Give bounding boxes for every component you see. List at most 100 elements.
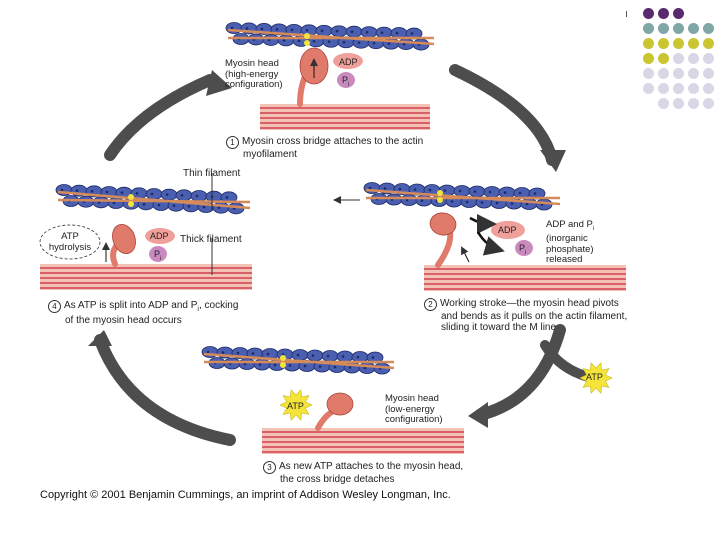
actin-bead-dot bbox=[75, 189, 79, 192]
step1-adp-bubble bbox=[333, 53, 363, 69]
step2-adp-label: ADP bbox=[498, 225, 517, 235]
actin-bead bbox=[375, 26, 393, 39]
step3-number: 3 bbox=[263, 461, 276, 474]
thick-filament-stripe bbox=[424, 288, 626, 290]
decorative-dot bbox=[688, 98, 699, 109]
actin-bead bbox=[238, 358, 256, 370]
step2-release-sub: i bbox=[592, 225, 595, 232]
step4-adp-label: ADP bbox=[150, 231, 169, 241]
actin-bead-dot bbox=[206, 350, 210, 354]
actin-bead-dot bbox=[150, 192, 154, 196]
actin-bead-dot bbox=[458, 189, 462, 193]
step2-release-line3: phosphate) bbox=[546, 243, 594, 255]
actin-bead-dot bbox=[258, 363, 262, 366]
step2-myosin-head bbox=[429, 212, 457, 236]
actin-bead bbox=[262, 34, 280, 46]
actin-bead-dot bbox=[165, 193, 169, 196]
actin-bead-dot bbox=[327, 40, 331, 44]
step4-caption-line2: of the myosin head occurs bbox=[65, 315, 182, 326]
decorative-dot bbox=[658, 68, 669, 79]
actin-bead-dot bbox=[195, 194, 199, 198]
step1-pi-text: P bbox=[342, 75, 349, 85]
step2-adp-bubble bbox=[491, 221, 525, 239]
actin-bead bbox=[92, 196, 110, 209]
actin-bead-dot bbox=[356, 355, 360, 359]
step4-number: 4 bbox=[48, 300, 61, 313]
step1-caption-line1: Myosin cross bridge attaches to the acti… bbox=[242, 136, 424, 147]
decorative-dot bbox=[688, 53, 699, 64]
actin-bead-dot bbox=[402, 42, 406, 46]
step3-head-label-line3: configuration) bbox=[385, 414, 443, 425]
step1-head-label-line3: configuration) bbox=[225, 79, 283, 90]
decorative-dot bbox=[703, 83, 714, 94]
cycle-arrow-bottom-right bbox=[474, 324, 566, 421]
step3-head-label-line2: (low-energy bbox=[385, 403, 435, 415]
step1-adp-label: ADP bbox=[339, 57, 358, 67]
decorative-dot bbox=[673, 68, 684, 79]
decorative-dot bbox=[673, 53, 684, 64]
actin-bead-dot bbox=[503, 191, 507, 194]
step4-binding-site bbox=[128, 201, 134, 207]
actin-bead-dot bbox=[60, 188, 64, 192]
decorative-dot bbox=[688, 68, 699, 79]
decorative-dot bbox=[643, 8, 654, 19]
actin-bead-dot bbox=[120, 191, 124, 194]
step1-head-label-line2: (high-energy bbox=[225, 68, 279, 80]
actin-bead-dot bbox=[335, 29, 339, 33]
actin-bead-dot bbox=[266, 352, 270, 356]
actin-bead-dot bbox=[525, 202, 529, 206]
step2-release-label: ADP and Pi (inorganic phosphate) release… bbox=[546, 219, 595, 266]
actin-bead-dot bbox=[443, 189, 447, 192]
actin-bead-dot bbox=[380, 31, 384, 34]
actin-bead bbox=[190, 190, 208, 202]
step2-release-line4: released bbox=[546, 254, 583, 266]
actin-bead-dot bbox=[398, 187, 402, 191]
actin-bead-dot bbox=[243, 362, 247, 366]
actin-bead-dot bbox=[290, 28, 294, 32]
actin-bead-dot bbox=[142, 203, 146, 206]
decorative-dot bbox=[658, 23, 669, 34]
step4-thick-filament bbox=[40, 264, 252, 290]
step3-caption-line1: As new ATP attaches to the myosin head, bbox=[279, 461, 464, 472]
decorative-dot bbox=[703, 23, 714, 34]
step2-adp-release-arrow bbox=[469, 213, 497, 234]
actin-bead-dot bbox=[533, 192, 537, 195]
step1-pi-sub: i bbox=[348, 81, 350, 88]
actin-bead bbox=[498, 186, 516, 199]
copyright-notice: Copyright © 2001 Benjamin Cummings, an i… bbox=[40, 489, 451, 501]
step3-actin-filament bbox=[201, 346, 395, 375]
step2-pi-release-arrow bbox=[476, 231, 505, 256]
actin-bead-dot bbox=[383, 187, 387, 190]
actin-bead bbox=[107, 197, 125, 209]
thin-filament-label: Thin filament bbox=[183, 168, 241, 179]
incoming-atp-label: ATP bbox=[586, 372, 603, 382]
step1-binding-site bbox=[304, 40, 310, 46]
decorative-dot bbox=[703, 38, 714, 49]
decorative-dot bbox=[673, 98, 684, 109]
decorative-dot bbox=[643, 68, 654, 79]
step1-actin-filament bbox=[225, 22, 435, 51]
actin-bead-dot bbox=[450, 200, 454, 203]
thick-filament-stripe bbox=[262, 431, 464, 433]
slide-tick-mark bbox=[626, 11, 627, 17]
actin-bead-dot bbox=[488, 190, 492, 194]
actin-bead-dot bbox=[320, 29, 324, 33]
actin-bead bbox=[330, 25, 348, 38]
step3-head-label: Myosin head (low-energy configuration) bbox=[385, 393, 443, 426]
actin-bead-dot bbox=[495, 201, 499, 205]
step2-pi-sub: i bbox=[525, 249, 527, 256]
actin-bead bbox=[160, 188, 178, 201]
actin-bead-dot bbox=[305, 29, 309, 32]
thick-filament-stripe bbox=[260, 107, 430, 109]
step1-caption-line2: myofilament bbox=[243, 149, 297, 160]
actin-bead-dot bbox=[363, 366, 367, 370]
step3-binding-site bbox=[280, 362, 286, 368]
atp-entry-arrow bbox=[540, 340, 597, 383]
actin-bead-dot bbox=[112, 201, 116, 205]
step2-caption-line2: and bends as it pulls on the actin filam… bbox=[441, 311, 628, 322]
step4-pi-label: Pi bbox=[154, 249, 161, 265]
actin-bead bbox=[291, 349, 309, 361]
actin-bead-dot bbox=[311, 354, 315, 357]
